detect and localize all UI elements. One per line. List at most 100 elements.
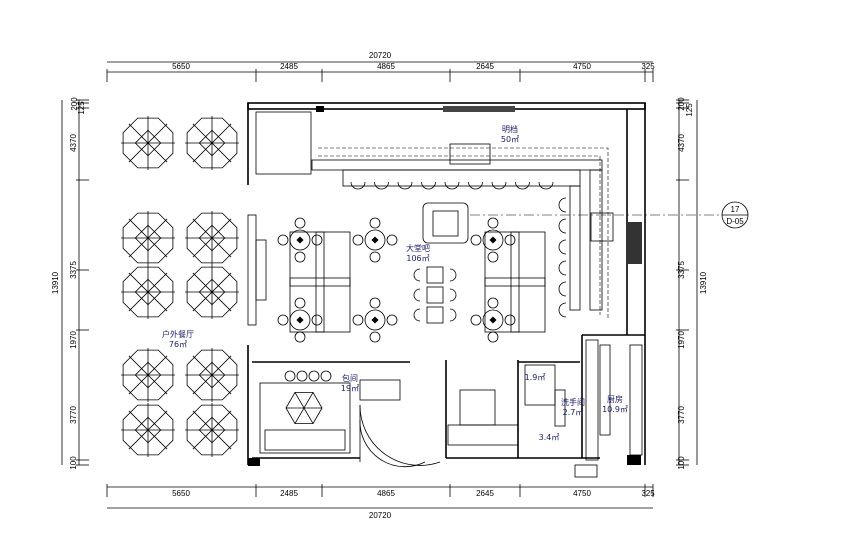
top-dimension-labels: 5650 2485 4865 2645 4750 325 <box>172 62 655 71</box>
umbrella-rib <box>192 272 232 312</box>
chair <box>470 234 482 246</box>
dimension-label: 4750 <box>573 62 591 71</box>
round-table <box>482 309 504 331</box>
booth-divider <box>315 231 325 333</box>
umbrella-table-top <box>134 278 162 306</box>
chair <box>504 314 516 326</box>
bottom-total-dimension: 20720 <box>369 511 392 520</box>
chair <box>294 297 306 309</box>
umbrella-table-top <box>134 224 162 252</box>
chair <box>311 234 323 246</box>
umbrella-table-top <box>198 224 226 252</box>
left-dimension-labels: 200 125 4370 3375 1970 3770 100 <box>69 97 86 470</box>
umbrella-rib <box>192 218 232 258</box>
round-table <box>364 229 386 251</box>
room-labels: 明档 50㎡ 大堂吧 106㎡ 户外餐厅 76㎡ 包间 19㎡ 1.9㎡ 洗手间… <box>162 124 628 442</box>
umbrella-table-top <box>198 129 226 157</box>
dimension-label: 200 <box>70 97 79 111</box>
umbrella-canopy <box>186 117 238 169</box>
outdoor-dining-label: 户外餐厅 <box>162 329 194 339</box>
chair <box>487 297 499 309</box>
booth-frame <box>289 231 351 333</box>
umbrella-rib <box>128 218 168 258</box>
right-total-dimension: 13910 <box>699 271 708 294</box>
chair <box>311 314 323 326</box>
umbrella-canopy <box>122 349 174 401</box>
umbrella-rib <box>128 272 168 312</box>
kitchen-label: 厨房 <box>607 394 623 404</box>
chair <box>277 234 289 246</box>
bar-stool <box>558 260 567 276</box>
lobby-bar-area: 106㎡ <box>406 254 429 263</box>
dimension-label: 4750 <box>573 489 591 498</box>
chair <box>369 331 381 343</box>
umbrella-table <box>121 348 175 402</box>
chair <box>413 308 421 322</box>
dimension-label: 4865 <box>377 62 395 71</box>
washroom-area: 2.7㎡ <box>563 408 584 417</box>
umbrella-rib <box>128 123 168 163</box>
dimension-label: 325 <box>641 489 655 498</box>
chair <box>413 268 421 282</box>
chair <box>277 314 289 326</box>
umbrella-rib <box>192 355 232 395</box>
dimension-label: 5650 <box>172 489 190 498</box>
chair <box>449 268 457 282</box>
open-kitchen-area: 50㎡ <box>501 135 519 144</box>
bar-stool <box>515 181 530 190</box>
umbrella-canopy <box>122 266 174 318</box>
stool <box>308 370 320 382</box>
dimension-label: 2485 <box>280 489 298 498</box>
chair <box>487 251 499 263</box>
dimension-label: 200 <box>677 97 686 111</box>
booth-divider <box>510 231 520 333</box>
bar-stool <box>374 181 389 190</box>
dimension-label: 3375 <box>69 261 78 279</box>
restroom-b-area: 3.4㎡ <box>539 433 560 442</box>
umbrella-canopy <box>122 212 174 264</box>
umbrella-table <box>121 116 175 170</box>
umbrella-rib <box>192 410 232 450</box>
top-total-dimension: 20720 <box>369 51 392 60</box>
dimension-label: 125 <box>685 103 694 117</box>
dimension-label: 1970 <box>677 331 686 349</box>
chair <box>294 331 306 343</box>
bottom-dimension-labels: 5650 2485 4865 2645 4750 325 <box>172 489 655 498</box>
outdoor-dining-area: 76㎡ <box>169 340 187 349</box>
table-base <box>489 236 497 244</box>
chair <box>294 217 306 229</box>
umbrella-canopy <box>186 212 238 264</box>
umbrella-rib <box>128 410 168 450</box>
dimension-label: 325 <box>641 62 655 71</box>
dimension-lines <box>61 61 698 509</box>
left-total-dimension: 13910 <box>51 271 60 294</box>
umbrella-canopy <box>122 117 174 169</box>
private-room-label: 包间 <box>342 373 358 383</box>
dimension-label: 4370 <box>69 134 78 152</box>
table-base <box>296 316 304 324</box>
bar-stool <box>421 181 436 190</box>
cross-booth <box>484 231 546 333</box>
chair <box>413 288 421 302</box>
chair <box>386 314 398 326</box>
umbrella-canopy <box>186 349 238 401</box>
chair <box>369 297 381 309</box>
umbrella-table <box>185 403 239 457</box>
chair <box>449 308 457 322</box>
section-number: 17 <box>731 205 740 214</box>
dining-table <box>426 286 444 304</box>
chair <box>352 234 364 246</box>
kitchen-area: 10.9㎡ <box>602 405 628 414</box>
umbrella-table-top <box>134 129 162 157</box>
umbrella-canopy <box>186 266 238 318</box>
umbrella-table-top <box>134 416 162 444</box>
booth-frame <box>484 231 546 333</box>
section-marker: 17 D-05 <box>721 201 749 229</box>
umbrella-table-top <box>134 361 162 389</box>
chair <box>487 217 499 229</box>
chair <box>369 217 381 229</box>
bar-stool <box>397 181 413 190</box>
stool <box>320 370 332 382</box>
umbrella-table <box>185 211 239 265</box>
restroom-a-area: 1.9㎡ <box>525 373 546 382</box>
